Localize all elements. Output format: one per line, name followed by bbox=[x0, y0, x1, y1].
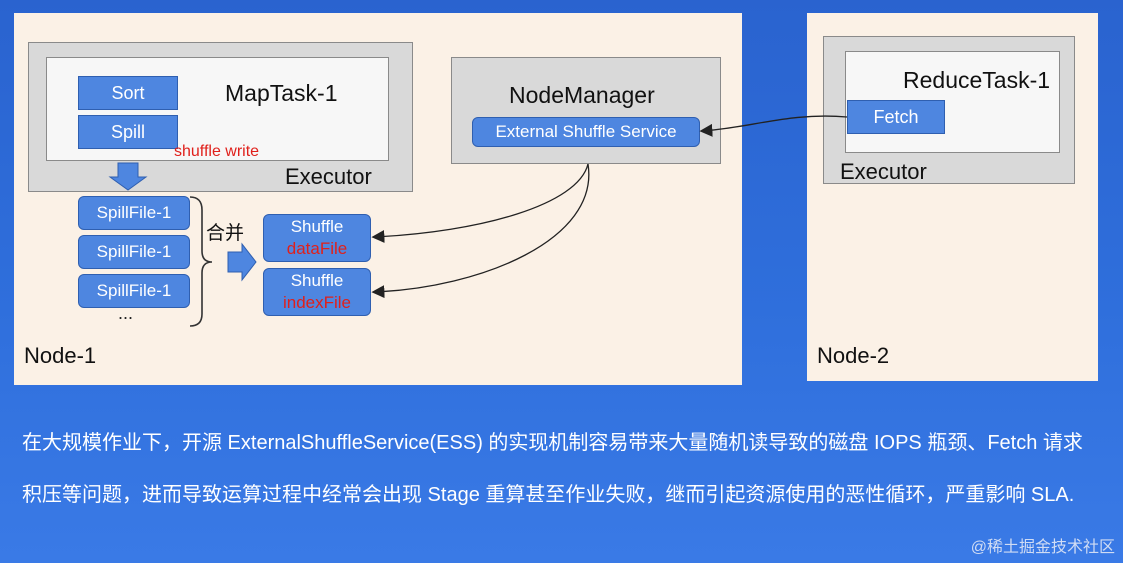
shuffle-indexfile-box: Shuffle indexFile bbox=[263, 268, 371, 316]
fetch-box: Fetch bbox=[847, 100, 945, 134]
node-1-label: Node-1 bbox=[24, 343, 97, 368]
spill-box: Spill bbox=[78, 115, 178, 149]
reducetask-title: ReduceTask-1 bbox=[903, 67, 1051, 93]
node-manager-title: NodeManager bbox=[509, 82, 655, 108]
ess-to-datafile-arrow bbox=[371, 163, 589, 244]
shuffle-write-label: shuffle write bbox=[174, 143, 260, 160]
watermark: @稀土掘金技术社区 bbox=[970, 539, 1115, 556]
spill-file-3: SpillFile-1 bbox=[78, 274, 190, 308]
spill-ellipsis: ... bbox=[118, 303, 134, 323]
ess-box: External Shuffle Service bbox=[472, 117, 700, 147]
maptask-title: MapTask-1 bbox=[225, 80, 338, 106]
fetch-to-ess-arrow bbox=[699, 115, 848, 137]
shuffle-datafile-box: Shuffle dataFile bbox=[263, 214, 371, 262]
merge-label: 合并 bbox=[206, 223, 245, 244]
spill-file-2: SpillFile-1 bbox=[78, 235, 190, 269]
executor-label-node1: Executor bbox=[285, 164, 372, 189]
executor-label-node2: Executor bbox=[840, 159, 927, 184]
spill-file-1: SpillFile-1 bbox=[78, 196, 190, 230]
ess-to-indexfile-arrow bbox=[371, 163, 590, 299]
node-2-label: Node-2 bbox=[817, 343, 890, 368]
caption-text: 在大规模作业下，开源 ExternalShuffleService(ESS) 的… bbox=[22, 432, 1083, 506]
sort-box: Sort bbox=[78, 76, 178, 110]
